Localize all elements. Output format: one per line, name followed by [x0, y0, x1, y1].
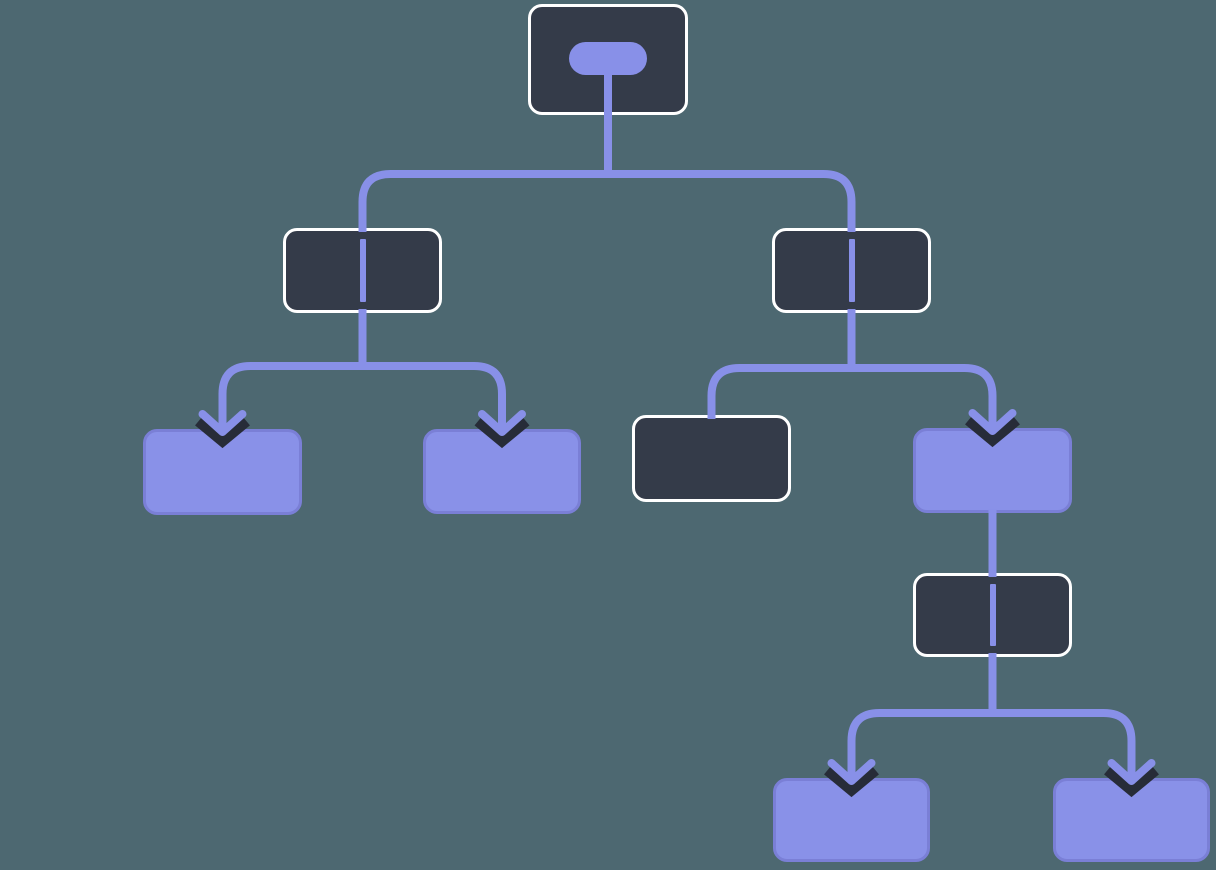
node-branch-right[interactable]	[772, 228, 931, 313]
node-branch-left[interactable]	[283, 228, 442, 313]
node-passthrough-line-icon	[848, 239, 855, 302]
node-leaf-bottom-1[interactable]	[773, 778, 930, 862]
node-passthrough-line-icon	[359, 239, 366, 302]
node-passthrough-line-icon	[989, 584, 996, 646]
connector-branch-left-sub	[218, 362, 506, 432]
node-child-right-1[interactable]	[632, 415, 791, 502]
node-pill-icon	[569, 42, 647, 75]
node-leaf-left-1[interactable]	[143, 429, 302, 515]
node-leaf-bottom-2[interactable]	[1053, 778, 1210, 862]
node-child-right-2[interactable]	[913, 428, 1072, 513]
node-leaf-left-2[interactable]	[423, 429, 581, 514]
connector-branch-bottom	[847, 709, 1136, 781]
connector-branch-top	[358, 170, 856, 232]
node-root[interactable]	[528, 4, 688, 115]
node-branch-lower[interactable]	[913, 573, 1072, 657]
